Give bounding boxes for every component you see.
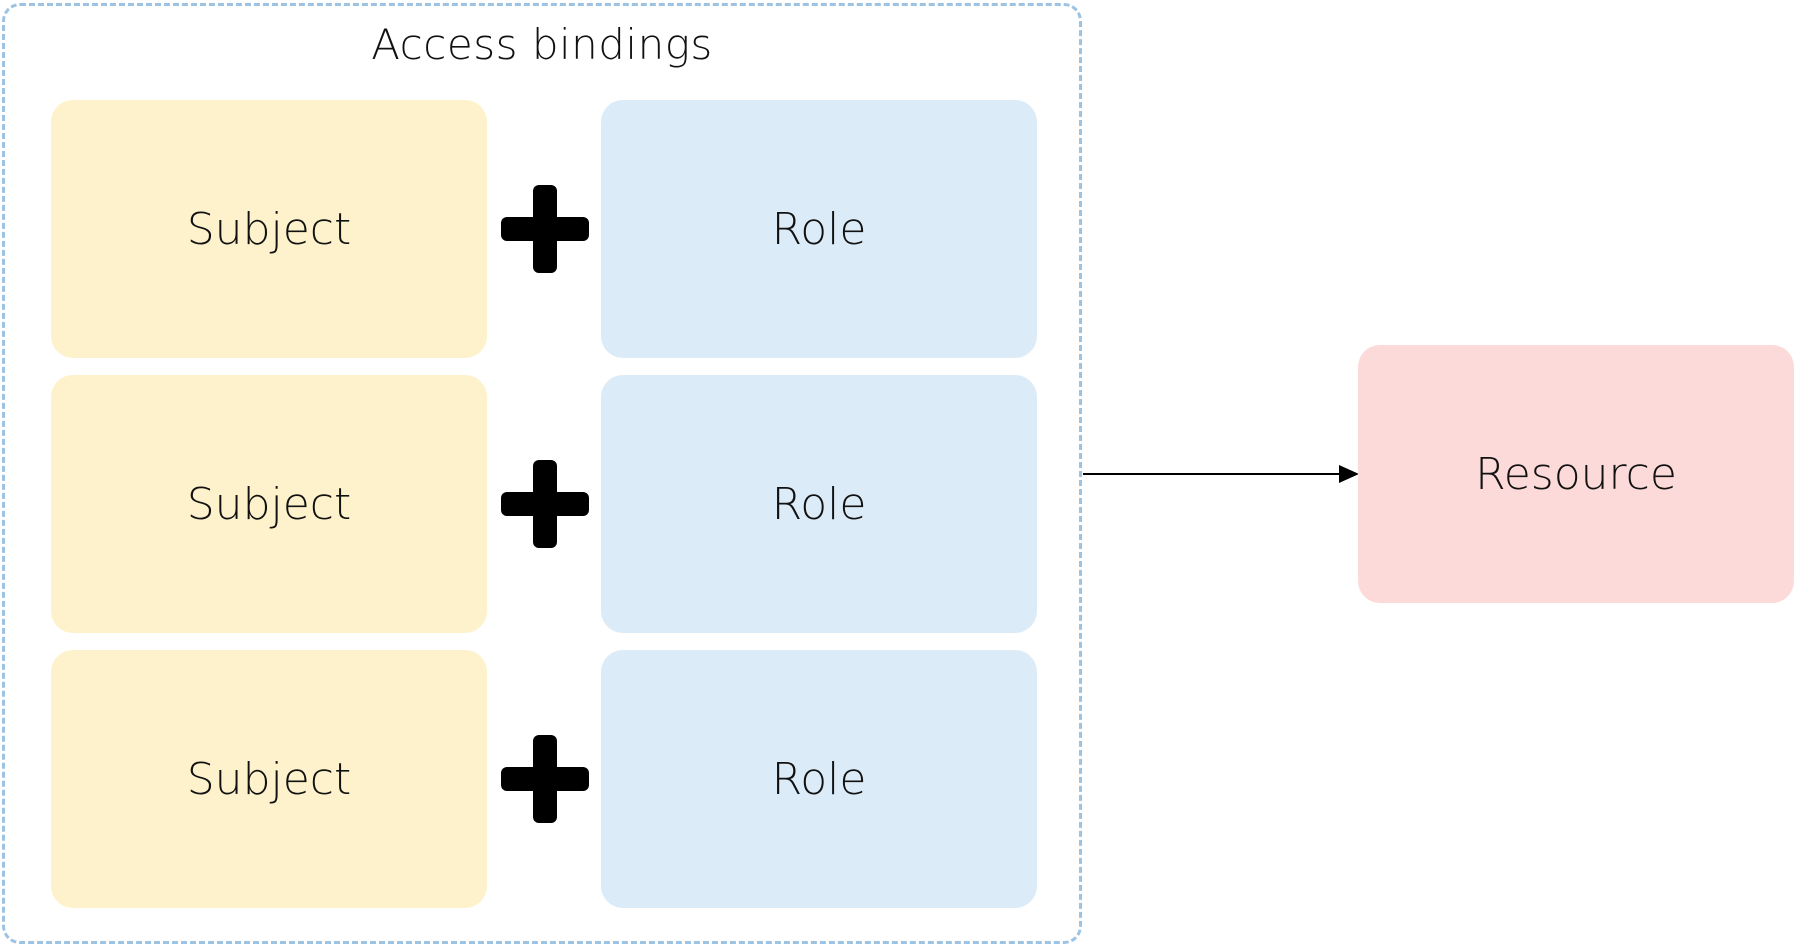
subject-box: Subject [51, 650, 487, 908]
arrow-right-icon [1083, 465, 1359, 483]
role-box: Role [601, 100, 1037, 358]
plus-icon [501, 735, 589, 823]
subject-box: Subject [51, 100, 487, 358]
role-box: Role [601, 650, 1037, 908]
subject-box: Subject [51, 375, 487, 633]
plus-icon [501, 185, 589, 273]
resource-box: Resource [1358, 345, 1794, 603]
access-bindings-container [2, 3, 1082, 944]
plus-icon [501, 460, 589, 548]
access-bindings-title: Access bindings [371, 20, 713, 69]
role-box: Role [601, 375, 1037, 633]
